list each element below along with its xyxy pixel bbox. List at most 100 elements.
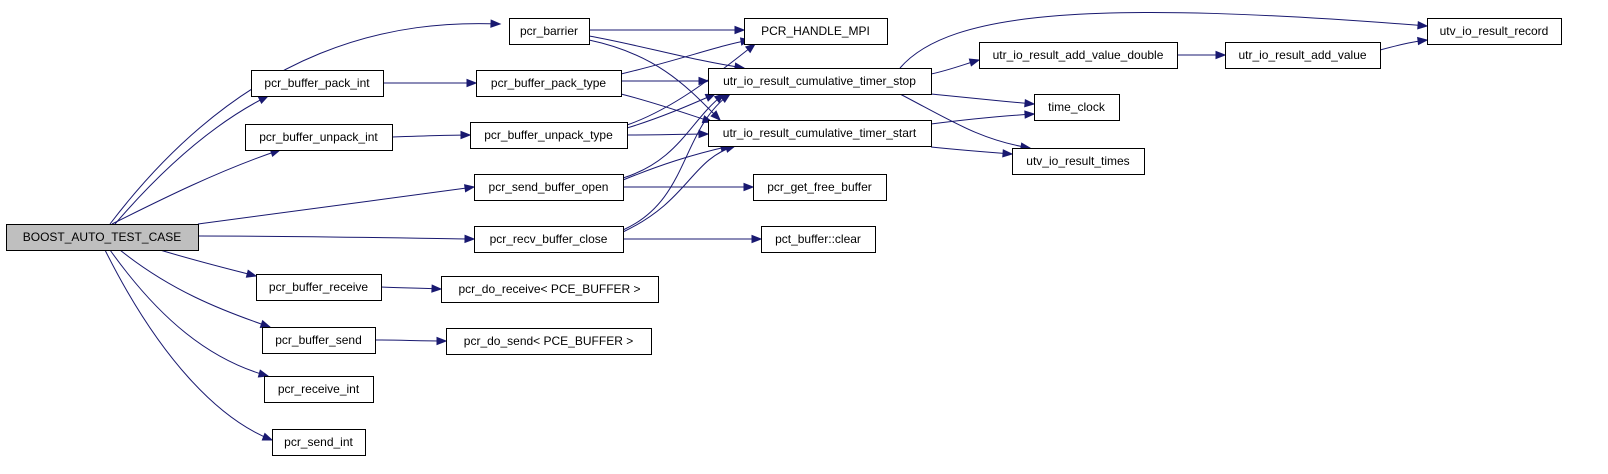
edge-pcr_buffer_unpack_type-to-timer_start bbox=[626, 133, 709, 136]
arrowhead-pcr_buffer_unpack_int-to-pcr_buffer_unpack_type bbox=[460, 130, 472, 140]
node-box[interactable] bbox=[1012, 148, 1145, 175]
edge-pcr_buffer_pack_type-to-pcr_handle_mpi bbox=[620, 39, 751, 75]
edge-pcr_barrier-to-timer_stop bbox=[588, 35, 745, 69]
node-pcr_send_buffer_open[interactable]: pcr_send_buffer_open bbox=[474, 174, 624, 201]
arrowhead-boost-to-pcr_buffer_receive bbox=[245, 269, 258, 278]
node-box[interactable] bbox=[979, 42, 1178, 69]
node-box[interactable] bbox=[744, 18, 888, 45]
node-label: BOOST_AUTO_TEST_CASE bbox=[23, 230, 182, 244]
node-label: pcr_buffer_unpack_int bbox=[259, 130, 378, 144]
arrowhead-boost-to-pcr_send_int bbox=[261, 432, 274, 441]
node-box[interactable] bbox=[441, 276, 659, 303]
arrowhead-pcr_recv_buffer_close-to-timer_stop bbox=[719, 93, 732, 103]
edge-boost-to-pcr_send_buffer_open bbox=[197, 186, 475, 225]
node-label: pcr_buffer_receive bbox=[269, 280, 368, 294]
node-add_value_double[interactable]: utr_io_result_add_value_double bbox=[979, 42, 1178, 69]
arrowhead-pcr_buffer_unpack_type-to-timer_stop bbox=[704, 93, 717, 102]
node-pct_buffer_clear[interactable]: pct_buffer::clear bbox=[761, 226, 876, 253]
arrowhead-timer_start-to-time_clock bbox=[1024, 110, 1036, 119]
node-label: pcr_buffer_pack_type bbox=[491, 76, 607, 90]
node-label: pcr_buffer_send bbox=[275, 333, 362, 347]
arrowhead-boost-to-pcr_send_buffer_open bbox=[464, 184, 476, 193]
edge-boost-to-pcr_recv_buffer_close bbox=[197, 235, 475, 240]
node-box[interactable] bbox=[262, 327, 376, 354]
node-pcr_barrier[interactable]: pcr_barrier bbox=[509, 18, 590, 45]
node-label: time_clock bbox=[1048, 100, 1106, 114]
node-box[interactable] bbox=[753, 174, 887, 201]
node-pcr_get_free_buffer[interactable]: pcr_get_free_buffer bbox=[753, 174, 887, 201]
node-box[interactable] bbox=[272, 429, 366, 456]
node-pcr_buffer_pack_type[interactable]: pcr_buffer_pack_type bbox=[476, 70, 622, 97]
node-box[interactable] bbox=[446, 328, 652, 355]
nodes-layer: BOOST_AUTO_TEST_CASE pcr_barrier pcr_buffe… bbox=[6, 18, 1562, 456]
edges-layer bbox=[104, 11, 1429, 441]
node-label: utv_io_result_times bbox=[1026, 154, 1129, 168]
node-timer_stop[interactable]: utr_io_result_cumulative_timer_stop bbox=[708, 68, 932, 95]
node-pcr_do_receive[interactable]: pcr_do_receive< PCE_BUFFER > bbox=[441, 276, 659, 303]
node-label: utr_io_result_cumulative_timer_start bbox=[723, 126, 917, 140]
node-pcr_buffer_unpack_type[interactable]: pcr_buffer_unpack_type bbox=[470, 122, 628, 149]
edge-pcr_barrier-to-timer_start bbox=[588, 39, 721, 121]
node-label: pct_buffer::clear bbox=[775, 232, 861, 246]
arrowhead-timer_stop-to-add_value_double bbox=[968, 58, 981, 67]
edge-timer_stop-to-time_clock bbox=[930, 93, 1035, 105]
node-box[interactable] bbox=[509, 18, 590, 45]
arrowhead-boost-to-pcr_receive_int bbox=[257, 369, 270, 378]
node-pcr_do_send[interactable]: pcr_do_send< PCE_BUFFER > bbox=[446, 328, 652, 355]
edge-boost-to-pcr_barrier bbox=[109, 23, 501, 225]
node-pcr_buffer_unpack_int[interactable]: pcr_buffer_unpack_int bbox=[245, 124, 393, 151]
node-pcr_buffer_send[interactable]: pcr_buffer_send bbox=[262, 327, 376, 354]
node-box[interactable] bbox=[476, 70, 622, 97]
node-pcr_buffer_pack_int[interactable]: pcr_buffer_pack_int bbox=[251, 70, 384, 97]
edge-timer_start-to-time_clock bbox=[930, 113, 1035, 125]
arrowhead-boost-to-pcr_recv_buffer_close bbox=[464, 234, 476, 244]
node-box[interactable] bbox=[474, 174, 624, 201]
node-boost[interactable]: BOOST_AUTO_TEST_CASE bbox=[6, 224, 199, 251]
node-box[interactable] bbox=[708, 68, 932, 95]
node-box[interactable] bbox=[264, 376, 374, 403]
node-box[interactable] bbox=[251, 70, 384, 97]
node-add_value[interactable]: utr_io_result_add_value bbox=[1225, 42, 1381, 69]
edge-timer_stop-to-result_times bbox=[899, 93, 1031, 149]
node-timer_start[interactable]: utr_io_result_cumulative_timer_start bbox=[708, 120, 932, 147]
node-box[interactable] bbox=[1034, 94, 1120, 121]
edge-pcr_recv_buffer_close-to-timer_stop bbox=[622, 93, 731, 231]
node-label: pcr_receive_int bbox=[278, 382, 360, 396]
node-box[interactable] bbox=[256, 274, 382, 301]
edge-pcr_send_buffer_open-to-timer_start bbox=[622, 145, 731, 181]
arrowhead-pcr_buffer_send-to-pcr_do_send bbox=[436, 336, 448, 346]
node-label: utr_io_result_add_value_double bbox=[993, 48, 1164, 62]
node-box[interactable] bbox=[708, 120, 932, 147]
node-pcr_receive_int[interactable]: pcr_receive_int bbox=[264, 376, 374, 403]
node-box[interactable] bbox=[761, 226, 876, 253]
edge-pcr_send_buffer_open-to-timer_stop bbox=[622, 93, 725, 179]
node-box[interactable] bbox=[6, 224, 199, 251]
edge-boost-to-pcr_buffer_pack_int bbox=[114, 95, 269, 225]
node-pcr_send_int[interactable]: pcr_send_int bbox=[272, 429, 366, 456]
node-pcr_recv_buffer_close[interactable]: pcr_recv_buffer_close bbox=[474, 226, 624, 253]
edge-pcr_recv_buffer_close-to-timer_start bbox=[622, 145, 736, 233]
node-time_clock[interactable]: time_clock bbox=[1034, 94, 1120, 121]
edge-timer_stop-to-result_record bbox=[899, 11, 1428, 69]
node-label: PCR_HANDLE_MPI bbox=[761, 24, 870, 38]
node-box[interactable] bbox=[1225, 42, 1381, 69]
node-label: pcr_do_send< PCE_BUFFER > bbox=[464, 334, 633, 348]
edge-pcr_buffer_unpack_int-to-pcr_buffer_unpack_type bbox=[391, 134, 471, 138]
node-pcr_buffer_receive[interactable]: pcr_buffer_receive bbox=[256, 274, 382, 301]
edge-boost-to-pcr_receive_int bbox=[109, 249, 269, 377]
node-result_times[interactable]: utv_io_result_times bbox=[1012, 148, 1145, 175]
node-result_record[interactable]: utv_io_result_record bbox=[1427, 18, 1562, 45]
node-label: pcr_recv_buffer_close bbox=[490, 232, 608, 246]
node-label: pcr_do_receive< PCE_BUFFER > bbox=[458, 282, 640, 296]
node-box[interactable] bbox=[245, 124, 393, 151]
node-box[interactable] bbox=[1427, 18, 1562, 45]
node-pcr_handle_mpi[interactable]: PCR_HANDLE_MPI bbox=[744, 18, 888, 45]
arrowhead-boost-to-pcr_buffer_send bbox=[259, 319, 272, 328]
edge-boost-to-pcr_buffer_receive bbox=[159, 249, 257, 277]
node-label: pcr_buffer_pack_int bbox=[264, 76, 370, 90]
node-box[interactable] bbox=[470, 122, 628, 149]
node-label: pcr_get_free_buffer bbox=[767, 180, 872, 194]
node-label: pcr_buffer_unpack_type bbox=[484, 128, 613, 142]
node-box[interactable] bbox=[474, 226, 624, 253]
